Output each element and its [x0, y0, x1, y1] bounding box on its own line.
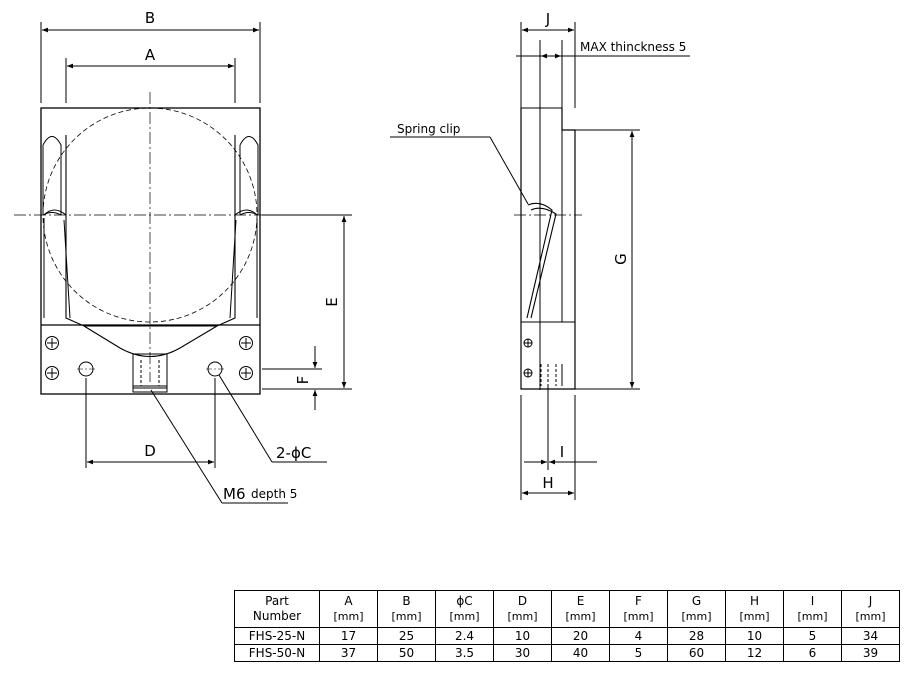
table-cell: 5: [783, 627, 842, 645]
spec-table: Part Number A [mm] B [mm] ϕC [mm] D [mm] E [m…: [234, 590, 900, 662]
table-cell: 10: [725, 627, 784, 645]
dim-label-b: B: [145, 9, 155, 27]
table-cell: 4: [609, 627, 668, 645]
spring-clip: [526, 202, 553, 319]
part-header-line1: Part: [265, 594, 289, 608]
table-row: FHS-25-N 17 25 2.4 10 20 4 28 10 5 34: [234, 627, 900, 645]
col-name: G: [691, 594, 702, 608]
col-header: E [mm]: [551, 590, 610, 628]
table-cell: 17: [319, 627, 378, 645]
part-header-line2: Number: [252, 609, 302, 623]
table-cell: 34: [841, 627, 900, 645]
dim-label-h: H: [542, 474, 553, 492]
dim-label-g: G: [612, 253, 630, 265]
part-number-cell: FHS-25-N: [234, 627, 320, 645]
table-cell: 3.5: [435, 644, 494, 662]
col-name: J: [868, 594, 873, 608]
dim-label-i: I: [560, 443, 564, 461]
table-cell: 20: [551, 627, 610, 645]
table-row: FHS-50-N 37 50 3.5 30 40 5 60 12 6 39: [234, 644, 900, 662]
col-header: G [mm]: [667, 590, 726, 628]
col-unit: [mm]: [681, 610, 712, 623]
dim-label-f: F: [294, 376, 312, 385]
table-cell: 10: [493, 627, 552, 645]
col-unit: [mm]: [739, 610, 770, 623]
col-header: B [mm]: [377, 590, 436, 628]
table-cell: 25: [377, 627, 436, 645]
col-unit: [mm]: [797, 610, 828, 623]
col-header: A [mm]: [319, 590, 378, 628]
table-cell: 28: [667, 627, 726, 645]
table-cell: 40: [551, 644, 610, 662]
screw-icon: [45, 336, 253, 380]
front-view: [14, 22, 352, 504]
col-name: F: [635, 594, 642, 608]
col-header: H [mm]: [725, 590, 784, 628]
table-cell: 30: [493, 644, 552, 662]
thread-depth-label: depth 5: [251, 487, 297, 501]
dim-label-j: J: [545, 10, 550, 28]
col-unit: [mm]: [333, 610, 364, 623]
side-view: [390, 22, 690, 500]
dim-label-e: E: [323, 297, 341, 306]
col-header: I [mm]: [783, 590, 842, 628]
table-cell: 12: [725, 644, 784, 662]
col-name: A: [344, 594, 353, 608]
part-number-cell: FHS-50-N: [234, 644, 320, 662]
col-name: I: [810, 594, 815, 608]
col-name: D: [517, 594, 528, 608]
col-name: ϕC: [456, 594, 473, 608]
part-number-header: Part Number: [234, 590, 320, 628]
max-thickness-label: MAX thinckness 5: [580, 40, 686, 54]
table-cell: 6: [783, 644, 842, 662]
col-unit: [mm]: [391, 610, 422, 623]
col-name: H: [749, 594, 760, 608]
thread-callout: M6: [223, 485, 246, 503]
col-unit: [mm]: [449, 610, 480, 623]
table-cell: 60: [667, 644, 726, 662]
spring-clip-label: Spring clip: [397, 122, 460, 136]
table-header-row: Part Number A [mm] B [mm] ϕC [mm] D [mm] E [m…: [234, 590, 900, 628]
col-name: E: [576, 594, 585, 608]
col-unit: [mm]: [623, 610, 654, 623]
table-cell: 50: [377, 644, 436, 662]
holder-body: [40, 107, 261, 395]
col-header: D [mm]: [493, 590, 552, 628]
col-unit: [mm]: [855, 610, 886, 623]
table-cell: 2.4: [435, 627, 494, 645]
col-unit: [mm]: [507, 610, 538, 623]
hole-callout: 2-ϕC: [276, 444, 311, 462]
dim-label-a: A: [145, 46, 156, 64]
table-cell: 5: [609, 644, 668, 662]
col-header: ϕC [mm]: [435, 590, 494, 628]
col-name: B: [402, 594, 411, 608]
col-header: J [mm]: [841, 590, 900, 628]
table-cell: 39: [841, 644, 900, 662]
dim-label-d: D: [144, 442, 156, 460]
col-header: F [mm]: [609, 590, 668, 628]
col-unit: [mm]: [565, 610, 596, 623]
table-cell: 37: [319, 644, 378, 662]
